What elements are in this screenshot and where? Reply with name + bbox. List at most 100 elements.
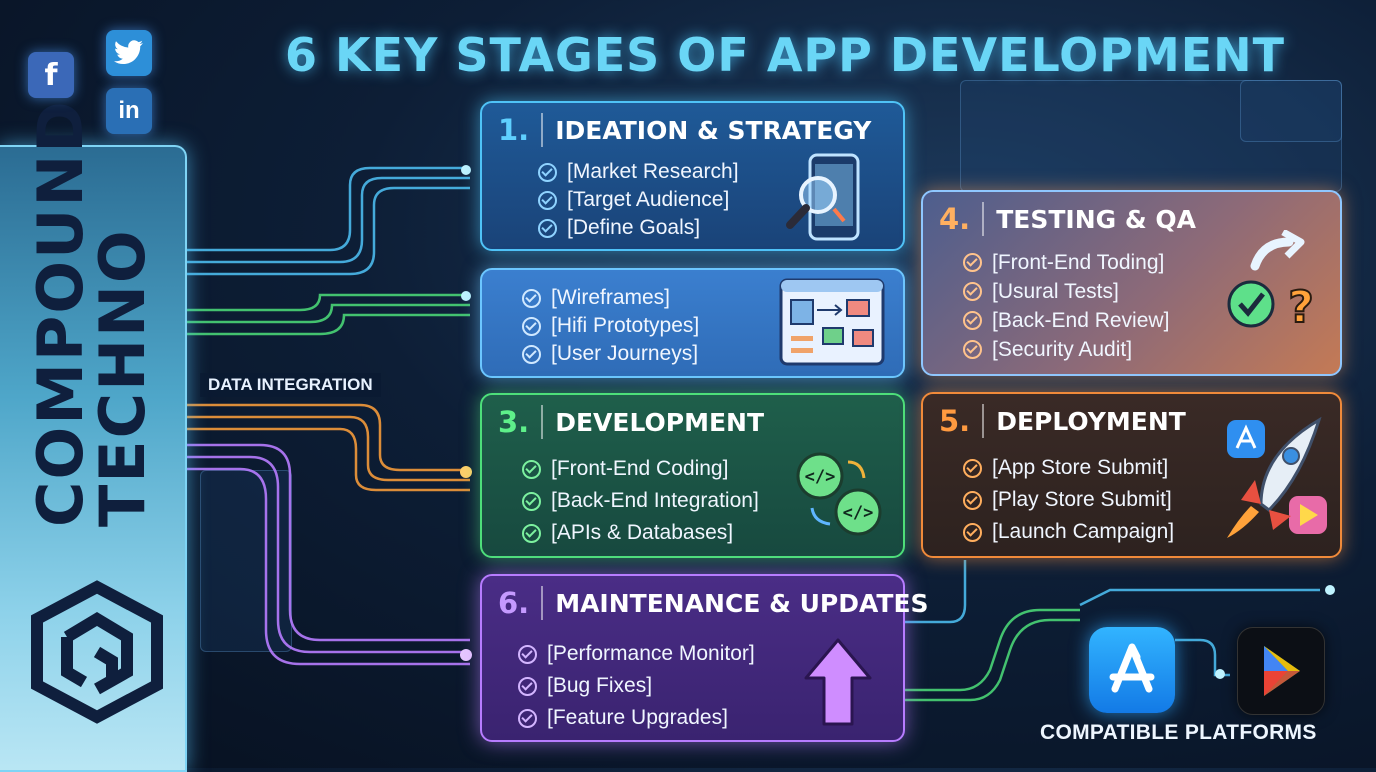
check-icon bbox=[963, 253, 982, 272]
check-icon bbox=[522, 491, 541, 511]
stage-title: DEVELOPMENT bbox=[555, 407, 765, 437]
stage-card-4[interactable]: 4. TESTING & QA [Front-End Toding] [Usur… bbox=[921, 190, 1342, 376]
list-item: [Security Audit] bbox=[963, 335, 1169, 364]
stage-card-6[interactable]: 6. MAINTENANCE & UPDATES [Performance Mo… bbox=[480, 574, 929, 742]
item-text: [Target Audience] bbox=[567, 188, 730, 211]
stage-card-3[interactable]: 3. DEVELOPMENT [Front-End Coding] [Back-… bbox=[480, 393, 905, 558]
stage-items: [Performance Monitor] [Bug Fixes] [Featu… bbox=[518, 638, 755, 734]
item-text: [Back-End Review] bbox=[992, 308, 1170, 332]
check-icon bbox=[963, 458, 982, 478]
stage-header: 4. TESTING & QA bbox=[939, 202, 1196, 236]
brand-name-line1: COMPOUND bbox=[24, 99, 97, 527]
check-icon bbox=[963, 311, 982, 330]
check-icon bbox=[963, 522, 982, 542]
stage-card-2[interactable]: [Wireframes] [Hifi Prototypes] [User Jou… bbox=[480, 268, 905, 378]
linkedin-icon[interactable]: in bbox=[106, 88, 152, 134]
stage-card-5[interactable]: 5. DEPLOYMENT [App Store Submit] [Play S… bbox=[921, 392, 1342, 558]
list-item: [Usural Tests] bbox=[963, 277, 1169, 306]
item-text: [Front-End Toding] bbox=[992, 250, 1165, 274]
list-item: [Bug Fixes] bbox=[518, 670, 755, 702]
stage-card-1[interactable]: 1. IDEATION & STRATEGY [Market Research]… bbox=[480, 101, 905, 251]
twitter-icon[interactable] bbox=[106, 30, 152, 76]
list-item: [User Journeys] bbox=[522, 340, 699, 368]
stage-number: 6. bbox=[498, 586, 544, 620]
check-icon bbox=[538, 162, 557, 182]
list-item: [Launch Campaign] bbox=[963, 516, 1174, 548]
item-text: [Front-End Coding] bbox=[551, 457, 729, 480]
check-icon bbox=[518, 644, 537, 664]
background-monitor bbox=[200, 470, 292, 652]
stage-number: 1. bbox=[498, 113, 544, 147]
brand-name-line2: TECHNO bbox=[86, 228, 159, 527]
app-store-icon[interactable] bbox=[1089, 627, 1175, 713]
phone-magnifier-icon bbox=[786, 153, 860, 241]
item-text: [Play Store Submit] bbox=[992, 488, 1172, 511]
svg-text:?: ? bbox=[1288, 282, 1314, 333]
list-item: [Feature Upgrades] bbox=[518, 702, 755, 734]
stage-header: 3. DEVELOPMENT bbox=[498, 405, 764, 439]
check-icon bbox=[538, 218, 557, 238]
item-text: [Wireframes] bbox=[551, 286, 671, 309]
rocket-icon bbox=[1227, 416, 1327, 538]
check-question-icon: ? bbox=[1227, 230, 1315, 334]
list-item: [Back-End Integration] bbox=[522, 485, 759, 517]
check-icon bbox=[522, 344, 541, 364]
item-text: [Bug Fixes] bbox=[547, 674, 653, 697]
stage-items: [Front-End Coding] [Back-End Integration… bbox=[522, 453, 759, 549]
list-item: [App Store Submit] bbox=[963, 452, 1174, 484]
twitter-bird-icon bbox=[114, 40, 143, 64]
facebook-glyph: f bbox=[44, 57, 58, 93]
check-icon bbox=[522, 523, 541, 543]
check-icon bbox=[522, 459, 541, 479]
check-icon bbox=[518, 708, 537, 728]
background-monitor bbox=[1240, 80, 1342, 142]
item-text: [Market Research] bbox=[567, 160, 739, 183]
play-store-icon[interactable] bbox=[1237, 627, 1325, 715]
item-text: [Hifi Prototypes] bbox=[551, 314, 700, 337]
stage-header: 1. IDEATION & STRATEGY bbox=[498, 113, 871, 147]
item-text: [Performance Monitor] bbox=[547, 642, 755, 665]
item-text: [APIs & Databases] bbox=[551, 521, 734, 544]
item-text: [Security Audit] bbox=[992, 337, 1133, 361]
stage-items: [Front-End Toding] [Usural Tests] [Back-… bbox=[963, 248, 1169, 364]
linkedin-glyph: in bbox=[118, 97, 140, 124]
list-item: [Market Research] bbox=[538, 158, 739, 186]
stage-number: 4. bbox=[939, 202, 985, 236]
list-item: [Front-End Coding] bbox=[522, 453, 759, 485]
check-icon bbox=[963, 490, 982, 510]
brand-panel: COMPOUND TECHNO bbox=[0, 99, 187, 772]
wireframe-icon bbox=[779, 278, 885, 366]
check-icon bbox=[538, 190, 557, 210]
item-text: [Feature Upgrades] bbox=[547, 706, 728, 729]
stage-items: [Wireframes] [Hifi Prototypes] [User Jou… bbox=[522, 284, 699, 368]
list-item: [Target Audience] bbox=[538, 186, 739, 214]
item-text: [User Journeys] bbox=[551, 342, 699, 365]
stage-title: MAINTENANCE & UPDATES bbox=[555, 588, 929, 618]
stage-title: IDEATION & STRATEGY bbox=[555, 115, 872, 145]
check-icon bbox=[963, 340, 982, 359]
item-text: [Define Goals] bbox=[567, 216, 701, 239]
check-icon bbox=[522, 288, 541, 308]
item-text: [App Store Submit] bbox=[992, 456, 1169, 479]
app-store-glyph-icon bbox=[1109, 643, 1155, 693]
stage-header: 5. DEPLOYMENT bbox=[939, 404, 1186, 438]
list-item: [Performance Monitor] bbox=[518, 638, 755, 670]
list-item: [Wireframes] bbox=[522, 284, 699, 312]
list-item: [Back-End Review] bbox=[963, 306, 1169, 335]
stage-title: TESTING & QA bbox=[996, 204, 1196, 234]
code-icon: </> </> bbox=[796, 452, 882, 536]
data-integration-label: DATA INTEGRATION bbox=[200, 373, 381, 397]
background-monitor bbox=[960, 80, 1342, 192]
stage-items: [App Store Submit] [Play Store Submit] [… bbox=[963, 452, 1174, 548]
compatible-platforms-label: COMPATIBLE PLATFORMS bbox=[1040, 721, 1317, 744]
list-item: [Play Store Submit] bbox=[963, 484, 1174, 516]
list-item: [Hifi Prototypes] bbox=[522, 312, 699, 340]
stage-number: 5. bbox=[939, 404, 985, 438]
facebook-icon[interactable]: f bbox=[28, 52, 74, 98]
page-title: 6 KEY STAGES OF APP DEVELOPMENT bbox=[285, 28, 1286, 82]
list-item: [Front-End Toding] bbox=[963, 248, 1169, 277]
stage-title: DEPLOYMENT bbox=[996, 406, 1186, 436]
brand-name: COMPOUND TECHNO bbox=[24, 99, 159, 527]
check-icon bbox=[522, 316, 541, 336]
item-text: [Back-End Integration] bbox=[551, 489, 759, 512]
